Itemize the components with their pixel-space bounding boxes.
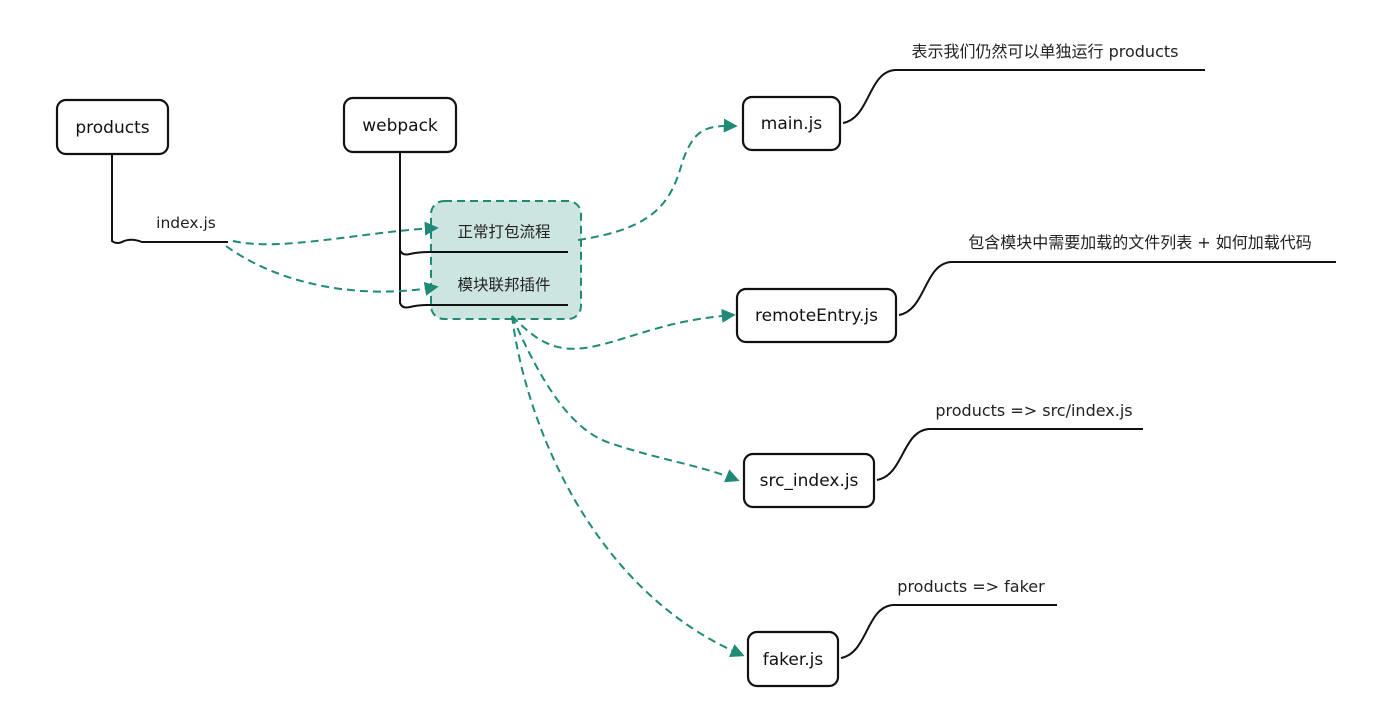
- src-index-note-line: [876, 428, 1143, 481]
- products-node[interactable]: products: [55, 98, 170, 156]
- src-index-node-label: src_index.js: [760, 471, 859, 491]
- main-js-node-label: main.js: [761, 114, 823, 134]
- normal-to-main-arrow: [577, 118, 738, 241]
- src-index-node[interactable]: src_index.js: [742, 452, 876, 509]
- remote-entry-node-label: remoteEntry.js: [755, 306, 878, 326]
- main-js-note-line: [842, 69, 1205, 124]
- main-js-node[interactable]: main.js: [741, 95, 842, 152]
- index-to-federation-arrow: [225, 245, 439, 296]
- plugin-to-faker-arrow: [511, 315, 745, 658]
- module-federation-label: 模块联邦插件: [457, 276, 550, 294]
- faker-js-note-line: [840, 604, 1057, 659]
- webpack-trunk: [399, 152, 429, 309]
- remote-entry-note-line: [898, 261, 1336, 316]
- plugin-to-src-index-arrow: [511, 315, 740, 483]
- plugin-group-box: [430, 200, 582, 320]
- faker-js-note: products => faker: [897, 577, 1045, 596]
- plugin-to-remote-entry-arrow: [511, 308, 736, 350]
- faker-js-node-label: faker.js: [763, 650, 824, 670]
- src-index-note: products => src/index.js: [935, 401, 1132, 420]
- branch-normal-bundle: [399, 249, 568, 256]
- remote-entry-note: 包含模块中需要加载的文件列表 + 如何加载代码: [968, 233, 1312, 252]
- main-js-note: 表示我们仍然可以单独运行 products: [912, 42, 1179, 61]
- products-index-connector: [111, 154, 228, 244]
- products-node-label: products: [75, 118, 149, 138]
- webpack-node[interactable]: webpack: [342, 96, 458, 154]
- normal-bundle-label: 正常打包流程: [457, 223, 550, 241]
- index-js-label: index.js: [156, 214, 216, 232]
- remote-entry-node[interactable]: remoteEntry.js: [735, 287, 898, 344]
- webpack-node-label: webpack: [362, 116, 438, 136]
- faker-js-node[interactable]: faker.js: [746, 630, 840, 688]
- index-to-normal-arrow: [232, 221, 439, 246]
